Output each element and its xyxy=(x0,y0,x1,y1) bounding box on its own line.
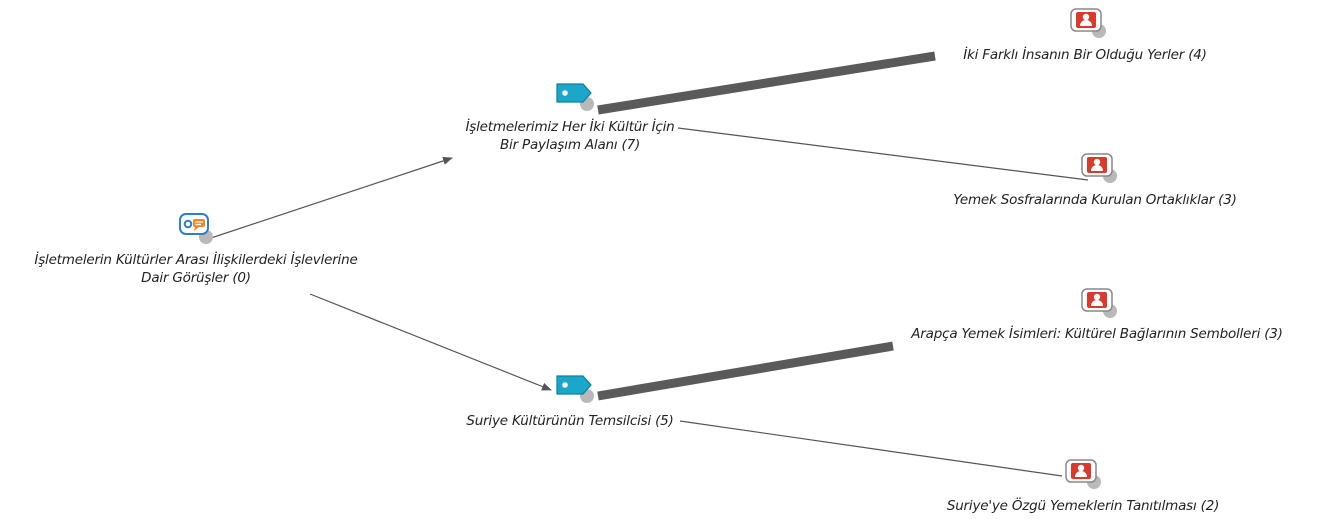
edge-cat2-leaf3[interactable] xyxy=(597,341,894,401)
edge-cat2-leaf4[interactable] xyxy=(679,420,1063,477)
node-label-leaf2[interactable]: Yemek Sosfralarında Kurulan Ortaklıklar … xyxy=(910,191,1280,209)
person-document-icon[interactable] xyxy=(1080,287,1120,323)
person-document-icon[interactable] xyxy=(1064,458,1104,494)
node-label-line: Suriye Kültürünün Temsilcisi (5) xyxy=(466,413,674,429)
node-label-leaf1[interactable]: İki Farklı İnsanın Bir Olduğu Yerler (4) xyxy=(930,46,1240,64)
concept-chat-icon[interactable] xyxy=(179,212,215,250)
person-document-icon[interactable] xyxy=(1069,7,1109,43)
node-label-line: İki Farklı İnsanın Bir Olduğu Yerler (4) xyxy=(963,47,1207,63)
node-label-cat2[interactable]: Suriye Kültürünün Temsilcisi (5) xyxy=(420,412,720,430)
node-label-leaf3[interactable]: Arapça Yemek İsimleri: Kültürel Bağların… xyxy=(870,325,1324,343)
node-label-leaf4[interactable]: Suriye'ye Özgü Yemeklerin Tanıtılması (2… xyxy=(910,497,1256,515)
code-tag-icon[interactable] xyxy=(555,80,595,118)
edge-cat1-leaf2[interactable] xyxy=(677,127,1089,181)
node-label-cat1[interactable]: İşletmelerimiz Her İki Kültür İçin Bir P… xyxy=(420,118,720,154)
person-document-icon[interactable] xyxy=(1080,152,1120,188)
edge-root-cat2[interactable] xyxy=(309,293,552,391)
code-tag-icon[interactable] xyxy=(555,372,595,410)
node-label-root[interactable]: İşletmelerin Kültürler Arası İlişkilerde… xyxy=(8,251,384,287)
node-label-line: Arapça Yemek İsimleri: Kültürel Bağların… xyxy=(911,326,1283,342)
node-label-line: Dair Görüşler (0) xyxy=(141,270,251,286)
edge-root-cat1[interactable] xyxy=(204,157,453,241)
node-label-line: İşletmelerin Kültürler Arası İlişkilerde… xyxy=(34,252,358,268)
node-label-line: İşletmelerimiz Her İki Kültür İçin xyxy=(465,119,675,135)
node-label-line: Yemek Sosfralarında Kurulan Ortaklıklar … xyxy=(953,192,1237,208)
node-label-line: Suriye'ye Özgü Yemeklerin Tanıtılması (2… xyxy=(946,498,1220,514)
node-label-line: Bir Paylaşım Alanı (7) xyxy=(499,137,641,153)
edge-cat1-leaf1[interactable] xyxy=(597,51,936,115)
